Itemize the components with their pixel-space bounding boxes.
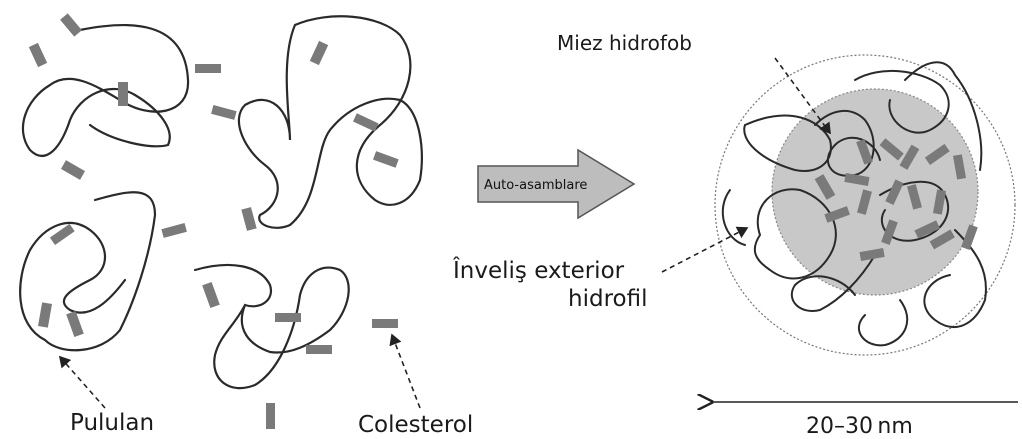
scale-label: 20–30 nm [806, 414, 913, 439]
nanogel [715, 55, 1015, 355]
shell-label-line1: Înveliş exterior [452, 256, 625, 284]
pullulan-chain [23, 25, 188, 156]
cholesterol-bar [161, 223, 187, 238]
cholesterol-bar [29, 43, 47, 67]
cholesterol-bar [310, 41, 328, 65]
self-assembly-arrow: Auto-asamblare [478, 150, 634, 218]
cholesterol-bar [306, 345, 332, 354]
cholesterol-bar [118, 82, 128, 106]
pullulan-pointer [60, 357, 105, 408]
cholesterol-bar [266, 403, 275, 429]
cholesterol-bar [61, 160, 85, 180]
pullulan-chain [239, 16, 422, 228]
cholesterol-bar [372, 319, 398, 328]
shell-pointer [662, 228, 747, 272]
cholesterol-bar [60, 13, 82, 36]
cholesterol-bar [353, 113, 379, 131]
cholesterol-bar [275, 313, 301, 322]
cholesterol-bar [195, 64, 221, 73]
cholesterol-bar [202, 282, 220, 308]
cholesterol-label: Colesterol [358, 412, 473, 438]
cholesterol-bar [241, 207, 256, 231]
arrow-label: Auto-asamblare [484, 178, 587, 193]
cholesterol-bar [373, 151, 399, 168]
pullulan-chain [20, 192, 155, 350]
pullulan-label: Pululan [70, 410, 154, 436]
cholesterol-bar [38, 302, 52, 327]
shell-label-line2: hidrofil [568, 286, 647, 312]
cholesterol-pointer [392, 335, 420, 408]
pullulan-chain [195, 265, 349, 388]
cholesterol-bar [66, 311, 84, 337]
hydrophobic-core-label: Miez hidrofob [557, 31, 692, 55]
cholesterol-bar [211, 105, 237, 120]
